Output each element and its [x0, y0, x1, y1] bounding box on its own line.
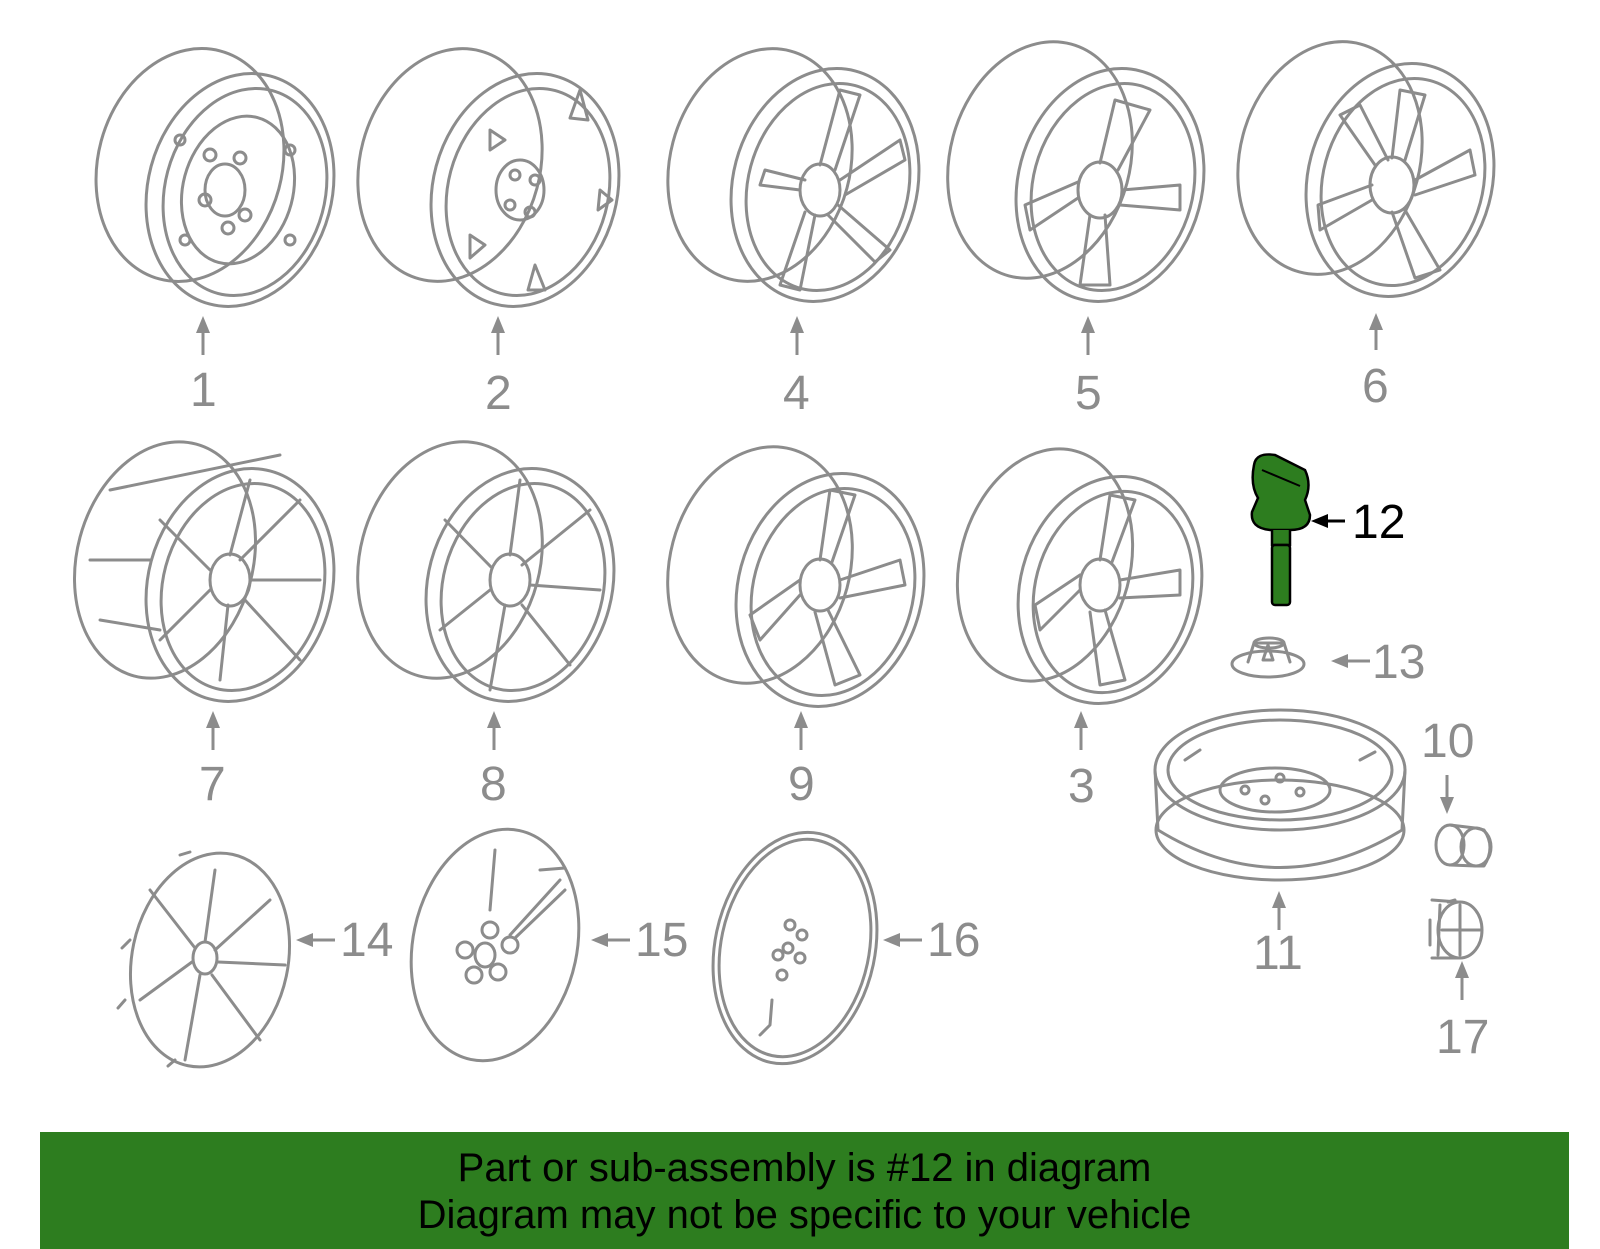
label-14: 14	[340, 914, 393, 967]
label-4: 4	[783, 367, 810, 420]
wheel-part-2[interactable]	[333, 28, 645, 328]
wheel-part-8[interactable]	[332, 421, 639, 723]
footer-banner: Part or sub-assembly is #12 in diagram D…	[40, 1132, 1569, 1249]
wheel-part-9[interactable]	[642, 426, 949, 728]
label-17: 17	[1436, 1011, 1489, 1064]
footer-line-2: Diagram may not be specific to your vehi…	[417, 1193, 1192, 1237]
lug-nut-part-10[interactable]	[1434, 823, 1493, 868]
sensor-nut-part-13[interactable]	[1230, 636, 1306, 679]
label-13: 13	[1372, 636, 1425, 689]
label-11: 11	[1253, 927, 1303, 980]
label-2: 2	[485, 367, 512, 420]
wheel-cover-part-16[interactable]	[692, 817, 897, 1079]
tpms-sensor-part-12[interactable]	[1250, 453, 1312, 607]
label-5: 5	[1075, 367, 1102, 420]
label-9: 9	[788, 758, 815, 811]
wheel-part-3[interactable]	[932, 429, 1226, 724]
wheel-part-6[interactable]	[1213, 21, 1520, 318]
label-8: 8	[480, 758, 507, 811]
footer-line-1: Part or sub-assembly is #12 in diagram	[457, 1146, 1152, 1190]
wheel-cover-part-15[interactable]	[390, 814, 599, 1077]
wheel-part-1[interactable]	[71, 27, 360, 328]
label-6: 6	[1362, 360, 1389, 413]
label-1: 1	[190, 364, 217, 417]
label-16: 16	[927, 914, 980, 967]
label-10: 10	[1421, 715, 1474, 768]
spare-wheel-part-11[interactable]	[1153, 708, 1407, 882]
center-cap-part-17[interactable]	[1428, 898, 1484, 960]
wheel-part-7[interactable]	[49, 421, 359, 722]
wheel-cover-part-14[interactable]	[111, 838, 308, 1082]
wheel-part-4[interactable]	[643, 28, 945, 323]
label-12: 12	[1352, 496, 1405, 549]
wheel-part-5[interactable]	[922, 21, 1229, 323]
label-7: 7	[199, 758, 226, 811]
label-15: 15	[635, 914, 688, 967]
label-3: 3	[1068, 760, 1095, 813]
